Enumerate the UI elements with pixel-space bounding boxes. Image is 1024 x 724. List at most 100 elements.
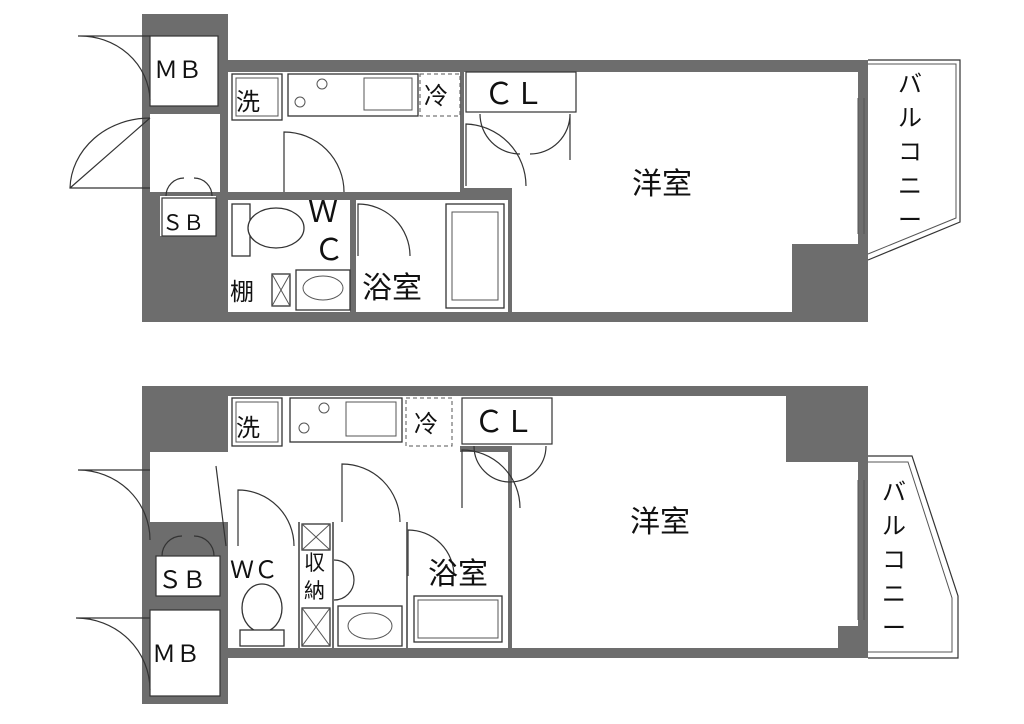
balcony-char: ー [882,614,906,642]
sb-room [156,556,220,596]
label-wc: ＷＣ [230,556,278,584]
balcony-inner [868,461,953,653]
balcony-outline [868,455,959,659]
closet-room [460,396,552,446]
shelf-x2 [271,273,291,307]
storage-top-x2 [301,523,331,551]
door-closet [479,113,571,160]
toilet-bowl [241,583,283,633]
sink [363,77,413,111]
label-storage-1: 収 [304,551,325,575]
fridge-box [405,397,453,447]
door-mb [75,617,151,691]
vanity-bowl [302,275,344,301]
balcony-char: ル [882,512,906,540]
bathtub-inner [417,599,499,639]
bathtub-inner [451,211,499,301]
door-kitchen [341,463,401,523]
label-room: 洋室 [632,167,692,202]
balcony-char: バ [882,478,906,506]
door-mb [77,35,151,101]
balcony-char: ニ [898,172,922,200]
storage-bottom-x2 [301,607,331,647]
room-cut-br [838,626,858,648]
stove-burner-2 [316,78,328,90]
wash-basin [235,401,279,443]
closet-outline [465,71,577,113]
label-mb: ＭＢ [154,56,202,84]
label-fridge: 冷 [414,410,438,438]
door-sb [161,535,215,557]
label-shelf: 棚 [230,278,254,306]
balcony-char: ル [898,104,922,132]
hall [150,114,220,192]
door-room [461,449,521,509]
label-wash: 洗 [236,88,260,116]
closet-outline [461,397,553,445]
floor-plan-bottom: ＭＢ ＳＢ 洗 冷 ＣＬ 洋室 ＷＣ 収 納 浴室 バ ル コ ニ ー [75,386,959,704]
left-pillar [142,240,224,322]
label-sb: ＳＢ [162,211,204,235]
balcony-char: コ [898,138,922,166]
label-mb: ＭＢ [152,640,200,668]
toilet-bowl [247,207,305,249]
label-balcony: バ ル コ ニ ー [882,478,906,642]
door-wc [283,131,345,193]
door-closet [473,445,547,483]
door-bath [407,529,455,577]
mb-outline [149,35,219,107]
counter [287,73,419,117]
room-main-cut [792,244,858,312]
door-entry [69,117,151,189]
wash-box [231,397,283,447]
label-balcony: バ ル コ ニ ー [898,70,922,234]
label-sb: ＳＢ [158,566,206,594]
toilet-tank [231,203,251,257]
balcony-char: ー [898,206,922,234]
bathtub [413,595,503,643]
mb-room [150,610,220,696]
sink [345,401,397,437]
fridge-box [419,73,461,117]
label-fridge: 冷 [424,82,448,110]
wash-basin [235,77,279,117]
floor-plan-top: ＭＢ ＳＢ 洗 冷 ＣＬ 洋室 Ｗ Ｃ 棚 浴室 バ ル コ ニ ー [69,14,961,322]
door-wc [237,489,295,547]
door-hall [215,465,227,547]
balcony-char: ニ [882,580,906,608]
mb-room [150,36,218,106]
sb-room [160,196,216,236]
label-room: 洋室 [630,505,690,540]
balcony-outline [867,59,961,261]
door-storage [333,559,355,601]
sb-outline [155,555,221,597]
balcony-char: バ [898,70,922,98]
toilet-tank [239,629,285,647]
closet-room [464,72,578,114]
mb-outline [149,609,221,697]
sb-outline [161,197,217,237]
door-bath [357,203,411,257]
label-wc-w: Ｗ [308,195,338,230]
label-closet: ＣＬ [474,405,534,440]
label-wc-c: Ｃ [314,233,344,268]
label-storage-2: 納 [304,579,325,603]
room-cut-tr [786,396,858,462]
bathtub [445,203,505,309]
label-bath: 浴室 [428,557,488,592]
wash-box [231,73,283,121]
door-entry [77,469,151,541]
door-sb [165,177,213,197]
vanity [295,269,351,311]
label-bath: 浴室 [362,271,422,306]
label-wash: 洗 [236,414,260,442]
stove-burner-2 [318,402,330,414]
door-hall [465,123,527,187]
hall-area [150,452,508,522]
vanity-bowl [347,612,393,640]
stove-burner-1 [294,96,306,108]
label-closet: ＣＬ [484,77,544,112]
balcony-char: コ [882,546,906,574]
stove-burner-1 [298,422,310,434]
